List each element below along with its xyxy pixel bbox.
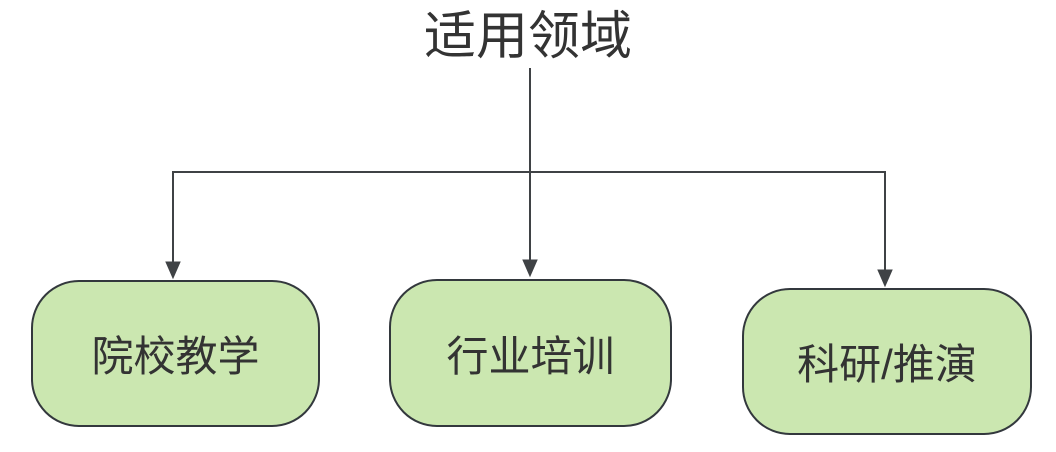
- node-college-teaching[interactable]: 院校教学: [31, 280, 320, 427]
- node-research-wargaming[interactable]: 科研/推演: [742, 288, 1032, 435]
- arrowhead-middle-icon: [522, 259, 538, 278]
- connector-to-right-node: [877, 172, 893, 288]
- connector-title-to-middle-node: [522, 68, 538, 278]
- node-college-teaching-label: 院校教学: [91, 333, 260, 380]
- node-research-wargaming-label: 科研/推演: [797, 341, 977, 388]
- node-industry-training[interactable]: 行业培训: [389, 279, 672, 427]
- arrowhead-right-icon: [877, 269, 893, 288]
- connector-to-left-node: [165, 172, 181, 280]
- arrowhead-left-icon: [165, 261, 181, 280]
- diagram-title: 适用领域: [423, 8, 632, 66]
- node-industry-training-label: 行业培训: [446, 332, 615, 380]
